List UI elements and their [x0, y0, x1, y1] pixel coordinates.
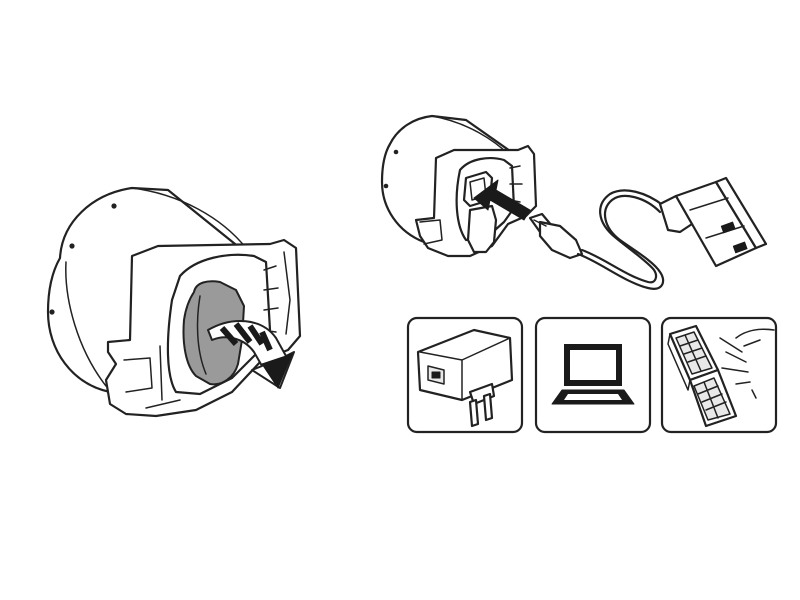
headlamp-housing-icon: [380, 114, 538, 258]
wall-charger-option: [406, 316, 524, 434]
micro-usb-plug-icon: [528, 212, 584, 260]
solar-panel-option: [660, 316, 778, 434]
usb-cable: [576, 194, 665, 290]
solar-panel-icon: [667, 324, 738, 428]
step-open-cover: [46, 186, 302, 418]
headlamp-housing-icon: [46, 186, 302, 418]
step-connect-usb: [380, 114, 768, 290]
laptop-icon: [551, 344, 635, 405]
usb-a-plug-icon: [658, 176, 768, 268]
wall-charger-icon: [416, 328, 514, 428]
power-sources: [406, 316, 778, 434]
insert-arrow-icon: [473, 179, 531, 221]
curved-arrow-icon: [207, 320, 295, 389]
laptop-option: [534, 316, 652, 434]
sun-rays-icon: [719, 328, 775, 399]
